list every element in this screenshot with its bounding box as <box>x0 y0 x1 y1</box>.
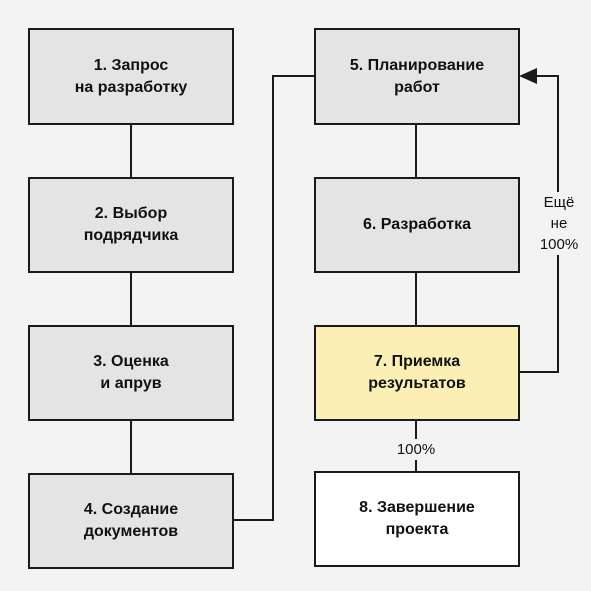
step-1-box: 1. Запрос на разработку <box>28 28 234 125</box>
step-2-box: 2. Выбор подрядчика <box>28 177 234 273</box>
step-6-label: 6. Разработка <box>363 216 471 233</box>
step-1-label: 1. Запрос на разработку <box>74 56 188 96</box>
step-5-box: 5. Планирование работ <box>314 28 520 125</box>
step-2-label: 2. Выбор подрядчика <box>83 205 179 244</box>
step-7-label: 7. Приемка результатов <box>368 353 466 392</box>
step-6-box: 6. Разработка <box>314 177 520 273</box>
not-complete-label: Ещё не 100% <box>534 192 584 255</box>
step-8-label: 8. Завершение проекта <box>359 499 475 538</box>
step-4-box: 4. Создание документов <box>28 473 234 569</box>
step-7-box: 7. Приемка результатов <box>314 325 520 421</box>
complete-label: 100% <box>391 439 441 460</box>
step-4-label: 4. Создание документов <box>83 501 179 540</box>
step-8-box: 8. Завершение проекта <box>314 471 520 567</box>
step-3-label: 3. Оценка и апрув <box>93 353 169 392</box>
arrow-head-icon <box>519 68 537 84</box>
step-3-box: 3. Оценка и апрув <box>28 325 234 421</box>
connector-4-5 <box>234 75 315 521</box>
step-5-label: 5. Планирование работ <box>349 56 485 96</box>
